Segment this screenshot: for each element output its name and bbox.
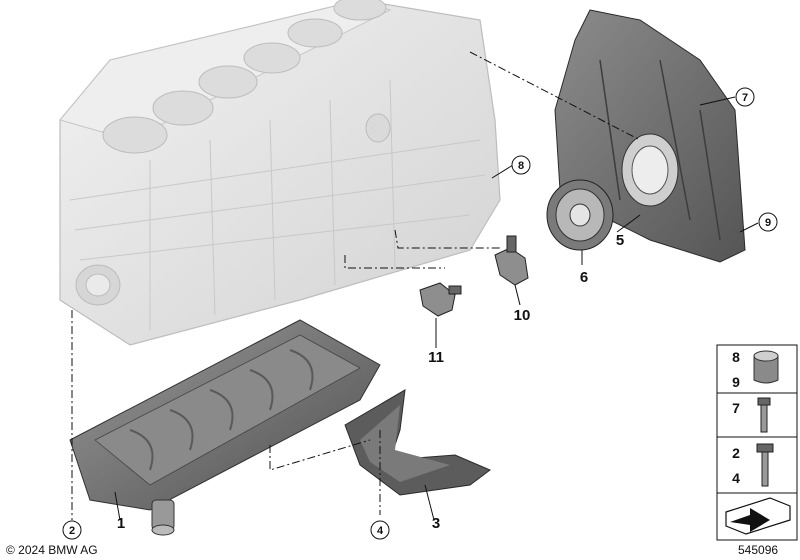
trigger-wheel xyxy=(546,179,614,251)
callout-7: 7 xyxy=(742,92,748,104)
flange-bolt-icon xyxy=(756,443,774,487)
legend-label-8: 8 xyxy=(732,349,740,365)
callout-7-circle: 7 xyxy=(735,87,755,107)
legend-label-4: 4 xyxy=(732,470,740,486)
callout-6: 6 xyxy=(580,269,588,286)
callout-5: 5 xyxy=(616,232,624,249)
callout-9: 9 xyxy=(765,217,771,229)
dowel-sleeve-icon xyxy=(753,350,779,384)
copyright-text: © 2024 BMW AG xyxy=(6,543,98,557)
callout-9-circle: 9 xyxy=(758,212,778,232)
callout-4: 4 xyxy=(377,525,384,537)
callout-4-circle: 4 xyxy=(370,520,390,540)
bolt-icon xyxy=(757,397,771,433)
legend-label-7: 7 xyxy=(732,400,740,416)
sensor-11 xyxy=(419,282,462,317)
callout-2-circle: 2 xyxy=(62,520,82,540)
diagram-number: 545096 xyxy=(738,543,778,557)
callout-2: 2 xyxy=(69,525,75,537)
hardware-legend: 8 9 7 2 4 xyxy=(716,344,798,541)
callout-8: 8 xyxy=(518,160,524,172)
arrow-block-icon xyxy=(725,497,791,535)
dashed-leaders xyxy=(71,51,641,520)
engine-block xyxy=(59,0,501,346)
callout-11: 11 xyxy=(428,349,444,366)
oil-pan xyxy=(69,319,381,536)
oil-pan-cover xyxy=(344,389,491,496)
callout-8-circle: 8 xyxy=(511,155,531,175)
callout-10: 10 xyxy=(514,307,531,324)
sensor-10 xyxy=(494,235,529,286)
legend-label-2: 2 xyxy=(732,445,740,461)
callout-3: 3 xyxy=(432,515,440,532)
legend-label-9: 9 xyxy=(732,374,740,390)
callout-1: 1 xyxy=(117,515,125,532)
callout-leaders xyxy=(114,96,759,521)
